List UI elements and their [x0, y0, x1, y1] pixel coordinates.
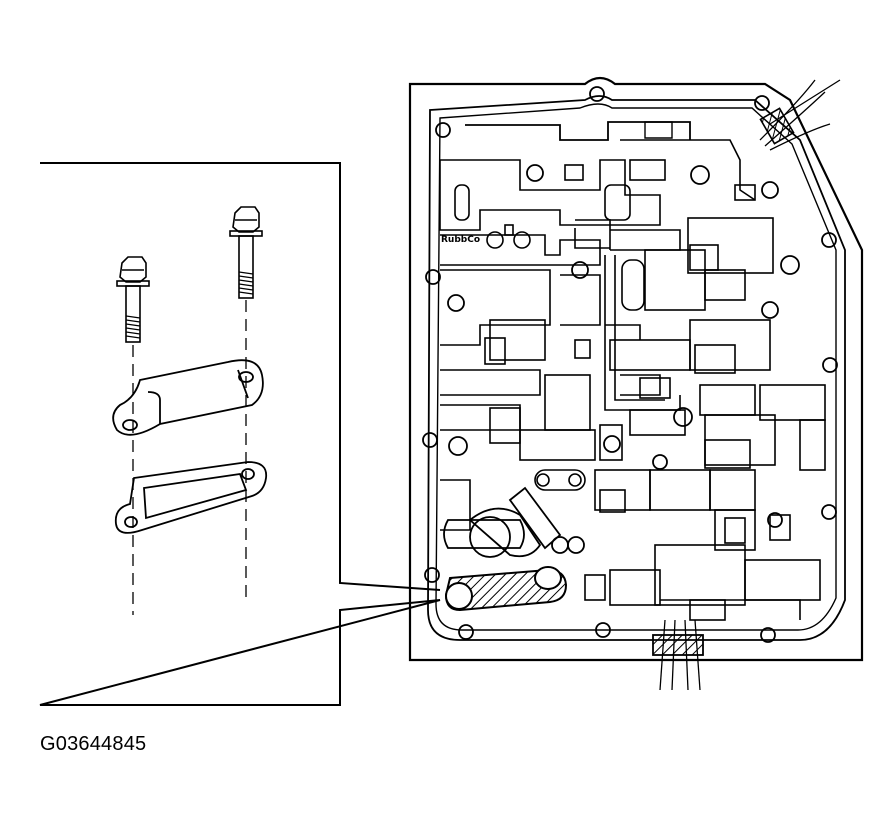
harness-clamp-top	[759, 107, 795, 145]
bolt-right	[229, 206, 263, 299]
harness-clamp-bottom	[652, 634, 704, 656]
valve-bores	[439, 159, 826, 621]
valve-body	[408, 76, 864, 691]
figure-id: G03644845	[40, 733, 147, 755]
internal-tubes	[574, 228, 681, 411]
case-bolt-holes	[422, 86, 838, 643]
detail-inset	[39, 162, 441, 706]
bolt-left	[116, 256, 150, 343]
valve-body-rail	[427, 95, 846, 641]
hatched-filter-area	[444, 566, 568, 612]
alignment-lines	[132, 300, 247, 615]
bracket-cover	[112, 359, 264, 436]
detail-inset-frame	[39, 162, 441, 706]
valve-body-case	[408, 76, 864, 662]
plate-marking: RubbCo	[441, 235, 480, 245]
gasket	[114, 461, 268, 534]
manual-valve	[443, 486, 562, 558]
